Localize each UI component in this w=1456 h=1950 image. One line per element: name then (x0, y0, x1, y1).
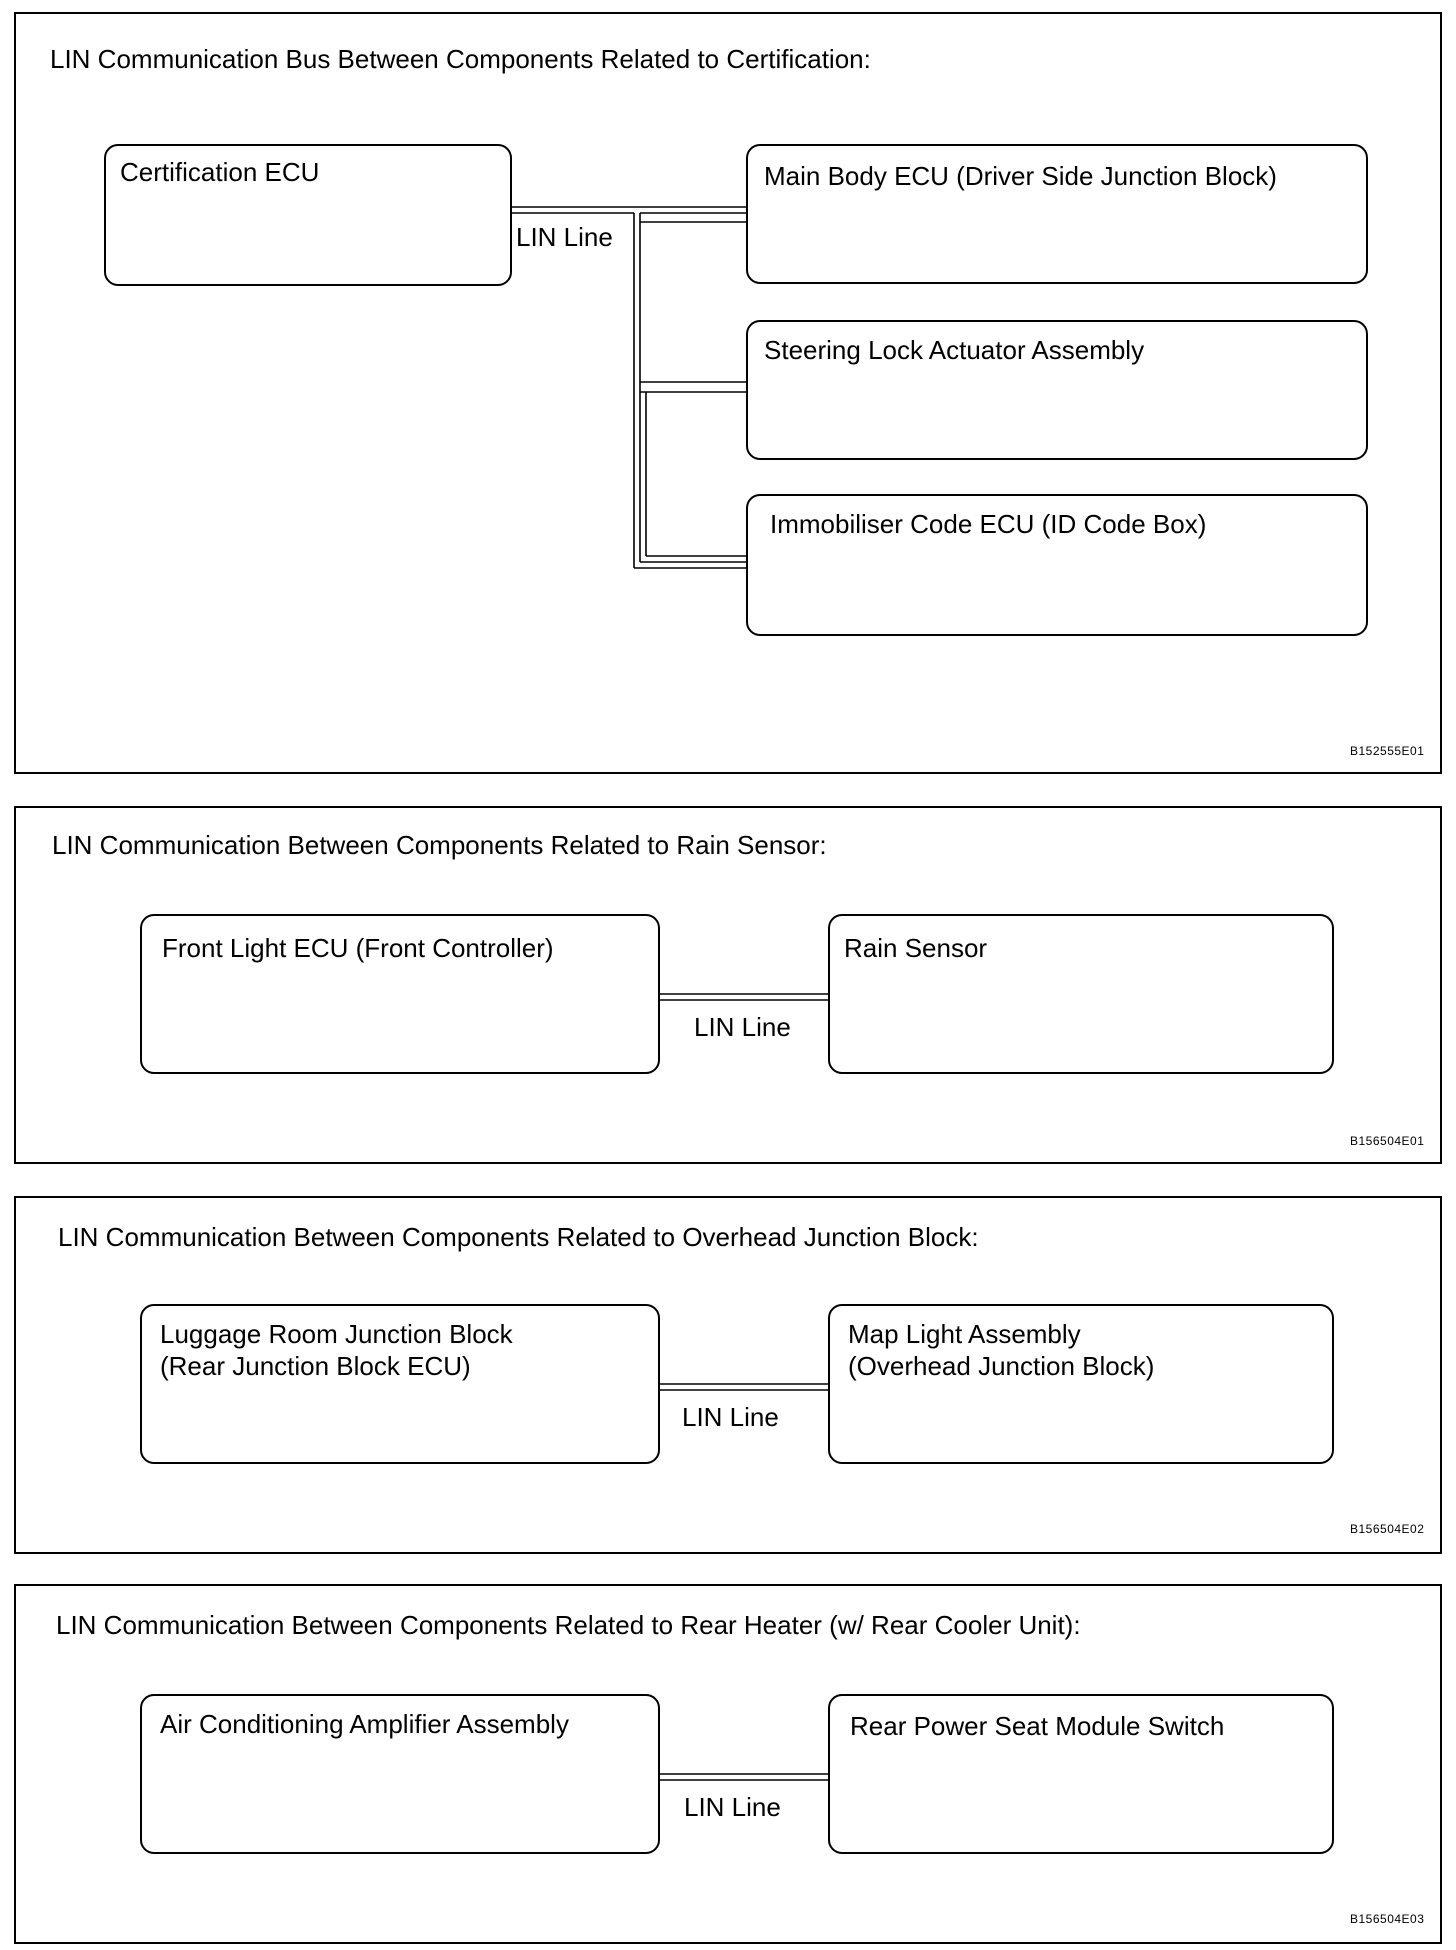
node-label: Front Light ECU (Front Controller) (162, 933, 554, 963)
node-label: Rear Power Seat Module Switch (850, 1711, 1225, 1741)
node-steering-lock-actuator: Steering Lock Actuator Assembly (746, 320, 1368, 460)
node-label-line1: Luggage Room Junction Block (160, 1319, 513, 1349)
figure-code: B156504E03 (1350, 1912, 1425, 1926)
node-label: Air Conditioning Amplifier Assembly (160, 1709, 569, 1739)
panel-title: LIN Communication Between Components Rel… (52, 830, 827, 860)
node-label-line2: (Rear Junction Block ECU) (160, 1351, 471, 1381)
node-label-line2: (Overhead Junction Block) (848, 1351, 1155, 1381)
panel-title: LIN Communication Between Components Rel… (58, 1222, 979, 1252)
figure-code: B156504E02 (1350, 1522, 1425, 1536)
node-luggage-room-junction-block: Luggage Room Junction Block (Rear Juncti… (140, 1304, 660, 1464)
node-map-light-assembly: Map Light Assembly (Overhead Junction Bl… (828, 1304, 1334, 1464)
node-label-line1: Map Light Assembly (848, 1319, 1081, 1349)
lin-line-label: LIN Line (682, 1402, 779, 1432)
lin-line-label: LIN Line (516, 222, 613, 252)
node-label: Immobiliser Code ECU (ID Code Box) (770, 509, 1207, 539)
lin-line-label: LIN Line (684, 1792, 781, 1822)
node-rain-sensor: Rain Sensor (828, 914, 1334, 1074)
node-immobiliser-code-ecu: Immobiliser Code ECU (ID Code Box) (746, 494, 1368, 636)
lin-bus-wire (512, 206, 748, 569)
figure-code: B152555E01 (1350, 744, 1425, 758)
node-certification-ecu: Certification ECU (104, 144, 512, 286)
panel-title: LIN Communication Bus Between Components… (50, 44, 871, 74)
panel-title: LIN Communication Between Components Rel… (56, 1610, 1081, 1640)
node-label: Steering Lock Actuator Assembly (764, 335, 1145, 365)
node-main-body-ecu: Main Body ECU (Driver Side Junction Bloc… (746, 144, 1368, 284)
node-label: Main Body ECU (Driver Side Junction Bloc… (764, 161, 1277, 191)
node-air-conditioning-amplifier: Air Conditioning Amplifier Assembly (140, 1694, 660, 1854)
node-rear-power-seat-module-switch: Rear Power Seat Module Switch (828, 1694, 1334, 1854)
figure-code: B156504E01 (1350, 1134, 1425, 1148)
lin-line-label: LIN Line (694, 1012, 791, 1042)
node-front-light-ecu: Front Light ECU (Front Controller) (140, 914, 660, 1074)
node-label: Certification ECU (120, 157, 320, 187)
node-label: Rain Sensor (844, 933, 988, 963)
